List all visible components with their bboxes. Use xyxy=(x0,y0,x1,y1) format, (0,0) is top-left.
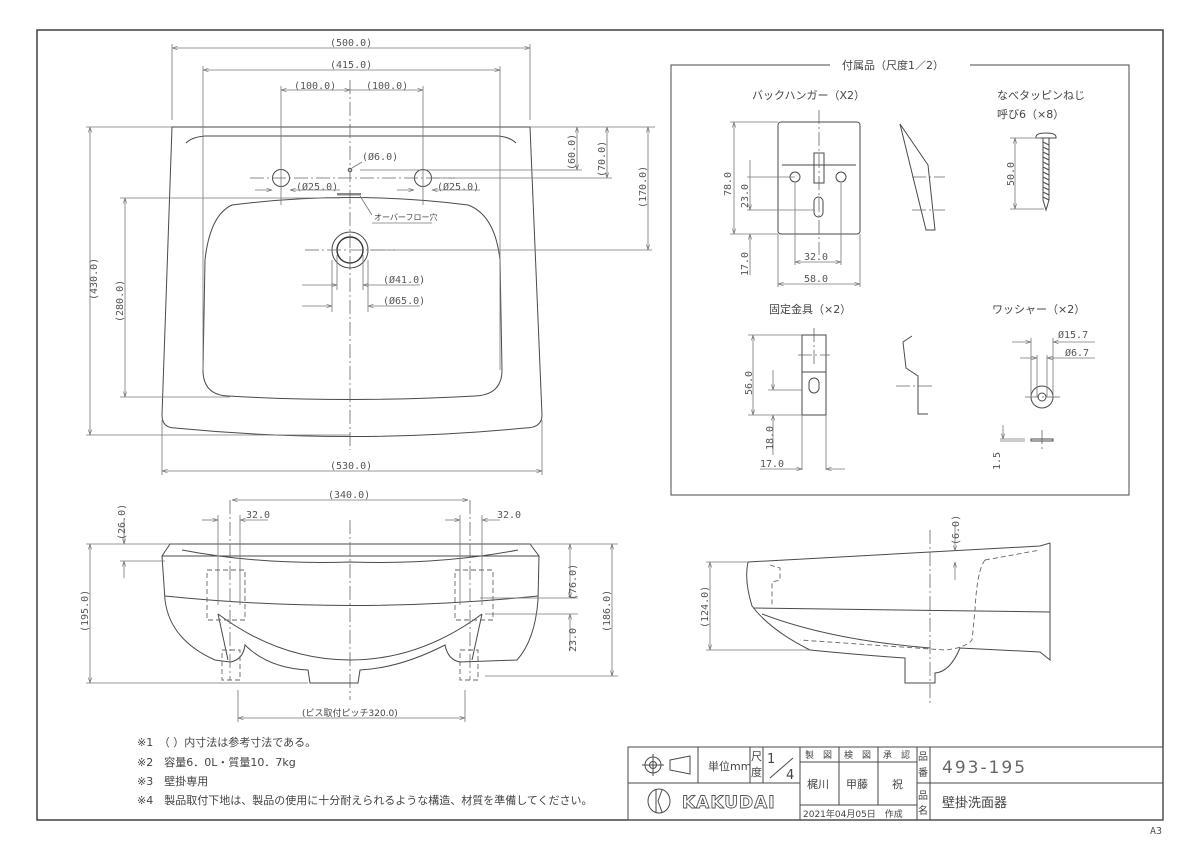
dim-415: (415.0) xyxy=(330,60,372,71)
brand-name: KAKUDAI xyxy=(682,793,776,813)
back-hanger-dim-17: 17.0 xyxy=(740,252,751,276)
scale-label-1: 尺 xyxy=(751,750,762,763)
dim-d6: (Ø6.0) xyxy=(362,151,398,163)
approved-by: 祝 xyxy=(892,777,903,791)
back-hanger-label: バックハンガー（X2） xyxy=(752,89,865,102)
dim-100-left: (100.0) xyxy=(294,81,336,92)
dim-280: (280.0) xyxy=(115,280,126,322)
kakudai-logo: KAKUDAI xyxy=(647,788,776,814)
part-no-label-1: 品 xyxy=(918,751,928,763)
dim-d41: (Ø41.0) xyxy=(383,274,425,286)
dim-70: (70.0) xyxy=(597,141,608,177)
notes: ※1 （ ）内寸法は参考寸法である。 ※2 容量6．0L・質量10．7kg ※3… xyxy=(137,735,593,807)
dim-d65: (Ø65.0) xyxy=(383,295,425,307)
title-block: 単位mm 尺 度 1 4 製 図 検 図 承 認 梶川 甲藤 祝 2021年04… xyxy=(627,746,1164,821)
scale-label-2: 度 xyxy=(751,765,762,779)
back-hanger-dim-32: 32.0 xyxy=(804,252,828,263)
note-1: ※1 （ ）内寸法は参考寸法である。 xyxy=(137,735,316,749)
dim-430: (430.0) xyxy=(89,258,100,300)
dim-170: (170.0) xyxy=(638,166,649,208)
overflow-label: オーバーフロー穴 xyxy=(374,212,437,222)
dim-32-left: 32.0 xyxy=(246,510,270,521)
checked-header: 検 図 xyxy=(844,749,871,761)
washer-dim-thickness: 1.5 xyxy=(992,452,1003,470)
top-view: (500.0) (415.0) (100.0) (100.0) (Ø6.0) (… xyxy=(86,38,655,475)
dim-195: (195.0) xyxy=(80,590,91,632)
bracket-label: 固定金具（×2） xyxy=(769,302,851,316)
back-hanger-dim-58: 58.0 xyxy=(804,274,828,285)
dim-d25-right: (Ø25.0) xyxy=(437,181,479,193)
name-label-1: 品 xyxy=(918,790,928,802)
product-name: 壁掛洗面器 xyxy=(942,796,1007,811)
part-number: 493-195 xyxy=(942,758,1027,778)
drawn-by: 梶川 xyxy=(807,777,829,791)
date: 2021年04月05日 作成 xyxy=(803,808,903,820)
note-4: ※4 製品取付下地は、製品の使用に十分耐えられるような構造、材質を準備してくださ… xyxy=(137,793,593,807)
front-view: (340.0) 32.0 32.0 (26.0) (195.0) (76.0) … xyxy=(80,490,618,722)
dim-pitch-320: (ビス取付ピッチ320.0) xyxy=(302,708,398,719)
screw-dim-50: 50.0 xyxy=(1006,162,1017,186)
note-3: ※3 壁掛専用 xyxy=(137,774,208,788)
dim-340: (340.0) xyxy=(328,490,370,501)
washer-dim-d6-7: Ø6.7 xyxy=(1065,347,1089,359)
note-2: ※2 容量6．0L・質量10．7kg xyxy=(137,755,296,769)
dim-186: (186.0) xyxy=(602,590,613,632)
sheet-size: A3 xyxy=(1150,826,1162,837)
dim-32-right: 32.0 xyxy=(497,510,521,521)
dim-23: 23.0 xyxy=(568,628,579,652)
accessories-panel: 付属品（尺度1／2） バックハンガー（X2） 78.0 23.0 17.0 32… xyxy=(670,58,1130,496)
dim-500: (500.0) xyxy=(330,38,372,49)
sheet-frame xyxy=(36,29,1164,821)
washer-dim-d15-7: Ø15.7 xyxy=(1058,329,1088,341)
part-no-label-2: 番 xyxy=(918,767,928,779)
name-label-2: 名 xyxy=(918,804,928,817)
scale-denominator: 4 xyxy=(786,768,794,783)
dim-60: (60.0) xyxy=(567,134,578,170)
side-view: (124.0) (6.0) xyxy=(700,515,1051,705)
dim-530: (530.0) xyxy=(330,461,372,472)
back-hanger-dim-23: 23.0 xyxy=(740,184,751,208)
dim-100-right: (100.0) xyxy=(366,81,408,92)
unit-label: 単位mm xyxy=(708,759,751,773)
dim-124: (124.0) xyxy=(700,586,711,628)
projection-symbol-icon xyxy=(642,754,691,776)
dim-6: (6.0) xyxy=(951,515,962,545)
dim-d25-left: (Ø25.0) xyxy=(296,181,338,193)
accessories-title: 付属品（尺度1／2） xyxy=(842,58,944,72)
dim-76: (76.0) xyxy=(568,564,579,600)
bracket-dim-18: 18.0 xyxy=(765,426,776,450)
bracket-dim-56: 56.0 xyxy=(744,371,755,395)
screw-label-1: なべタッピンねじ xyxy=(997,89,1085,102)
bracket-dim-17: 17.0 xyxy=(760,459,784,470)
washer-label: ワッシャー（×2） xyxy=(992,303,1085,316)
drawn-header: 製 図 xyxy=(805,749,832,761)
scale-numerator: 1 xyxy=(767,752,775,767)
checked-by: 甲藤 xyxy=(846,778,868,791)
screw-label-2: 呼び6（×8） xyxy=(997,108,1064,121)
back-hanger-dim-78: 78.0 xyxy=(723,172,734,196)
dim-26: (26.0) xyxy=(117,504,128,540)
approved-header: 承 認 xyxy=(883,749,910,761)
